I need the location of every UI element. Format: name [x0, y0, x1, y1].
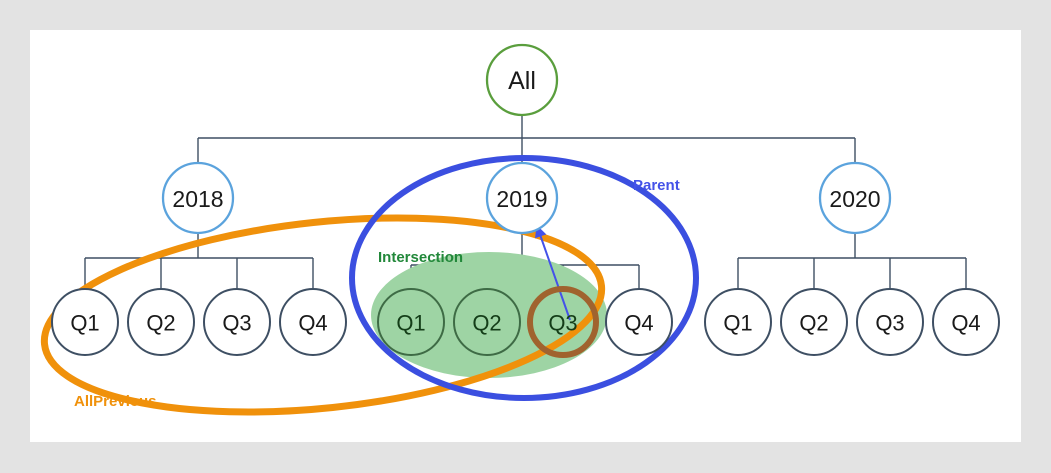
- node-year-2019[interactable]: 2019: [485, 161, 559, 235]
- node-all-circle: [485, 43, 559, 117]
- node-2018-q1[interactable]: Q1: [51, 288, 119, 356]
- node-2019-q4-label: Q4: [624, 311, 653, 336]
- region-allprevious-ellipse: [40, 214, 606, 416]
- node-2020-q2[interactable]: Q2: [780, 288, 848, 356]
- node-2019-q3-highlight-ring: [527, 286, 599, 358]
- node-2019-q4-circle: [605, 288, 673, 356]
- node-2018-q4[interactable]: Q4: [279, 288, 347, 356]
- node-2019-q1[interactable]: Q1: [377, 288, 445, 356]
- node-2020-q1-label: Q1: [723, 311, 752, 336]
- arrow-q3-to-2019: [534, 225, 571, 321]
- node-2020-q1-circle: [704, 288, 772, 356]
- region-label-parent: Parent: [633, 177, 680, 194]
- node-2019-q2-circle: [453, 288, 521, 356]
- connector-lines: [84, 115, 967, 292]
- node-2020-q3[interactable]: Q3: [856, 288, 924, 356]
- node-2019-q3[interactable]: Q3: [527, 286, 599, 358]
- node-year-2020-circle: [818, 161, 892, 235]
- node-2020-q4-label: Q4: [951, 311, 980, 336]
- node-2018-q3-label: Q3: [222, 311, 251, 336]
- node-2020-q4-circle: [932, 288, 1000, 356]
- node-year-2018-label: 2018: [172, 186, 223, 212]
- node-all-label: All: [508, 67, 536, 95]
- node-2018-q4-circle: [279, 288, 347, 356]
- node-2018-q4-label: Q4: [298, 311, 327, 336]
- node-2018-q2-circle: [127, 288, 195, 356]
- node-2019-q2-label: Q2: [472, 311, 501, 336]
- node-2018-q3[interactable]: Q3: [203, 288, 271, 356]
- node-year-2019-circle: [485, 161, 559, 235]
- node-2020-q3-label: Q3: [875, 311, 904, 336]
- node-2019-q1-label: Q1: [396, 311, 425, 336]
- node-2018-q2[interactable]: Q2: [127, 288, 195, 356]
- node-2020-q2-circle: [780, 288, 848, 356]
- node-year-2018-circle: [161, 161, 235, 235]
- node-2020-q2-label: Q2: [799, 311, 828, 336]
- node-year-2018[interactable]: 2018: [161, 161, 235, 235]
- region-label-intersection: Intersection: [378, 249, 463, 266]
- region-parent-ellipse: [349, 155, 699, 401]
- node-2019-q1-circle: [377, 288, 445, 356]
- node-year-2019-label: 2019: [496, 186, 547, 212]
- node-2018-q1-circle: [51, 288, 119, 356]
- node-2020-q4[interactable]: Q4: [932, 288, 1000, 356]
- node-2019-q2[interactable]: Q2: [453, 288, 521, 356]
- node-all[interactable]: All: [485, 43, 559, 117]
- node-2018-q2-label: Q2: [146, 311, 175, 336]
- node-year-2020-label: 2020: [829, 186, 880, 212]
- node-2020-q3-circle: [856, 288, 924, 356]
- node-2019-q3-label: Q3: [548, 311, 577, 336]
- region-label-allprevious: AllPrevious: [74, 393, 157, 410]
- node-year-2020[interactable]: 2020: [818, 161, 892, 235]
- node-2019-q4[interactable]: Q4: [605, 288, 673, 356]
- node-2018-q1-label: Q1: [70, 311, 99, 336]
- node-2020-q1[interactable]: Q1: [704, 288, 772, 356]
- node-2018-q3-circle: [203, 288, 271, 356]
